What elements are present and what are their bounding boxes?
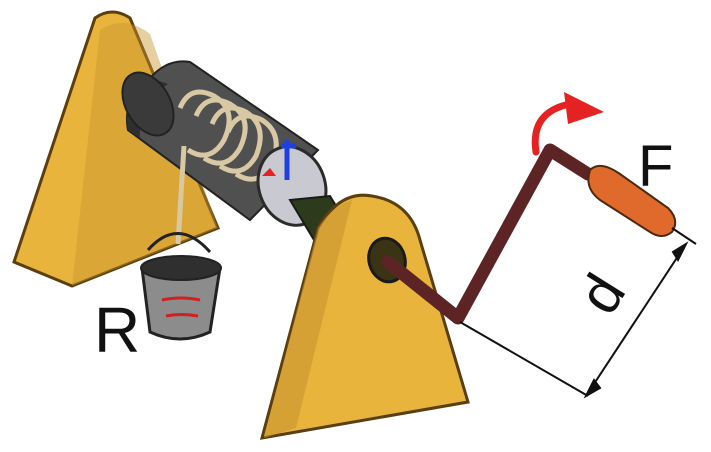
- load-label: R: [94, 294, 140, 366]
- distance-label: d: [566, 263, 638, 325]
- force-label: F: [638, 134, 673, 199]
- right-wooden-support: [262, 195, 468, 438]
- rotation-arrow-icon: [535, 92, 604, 152]
